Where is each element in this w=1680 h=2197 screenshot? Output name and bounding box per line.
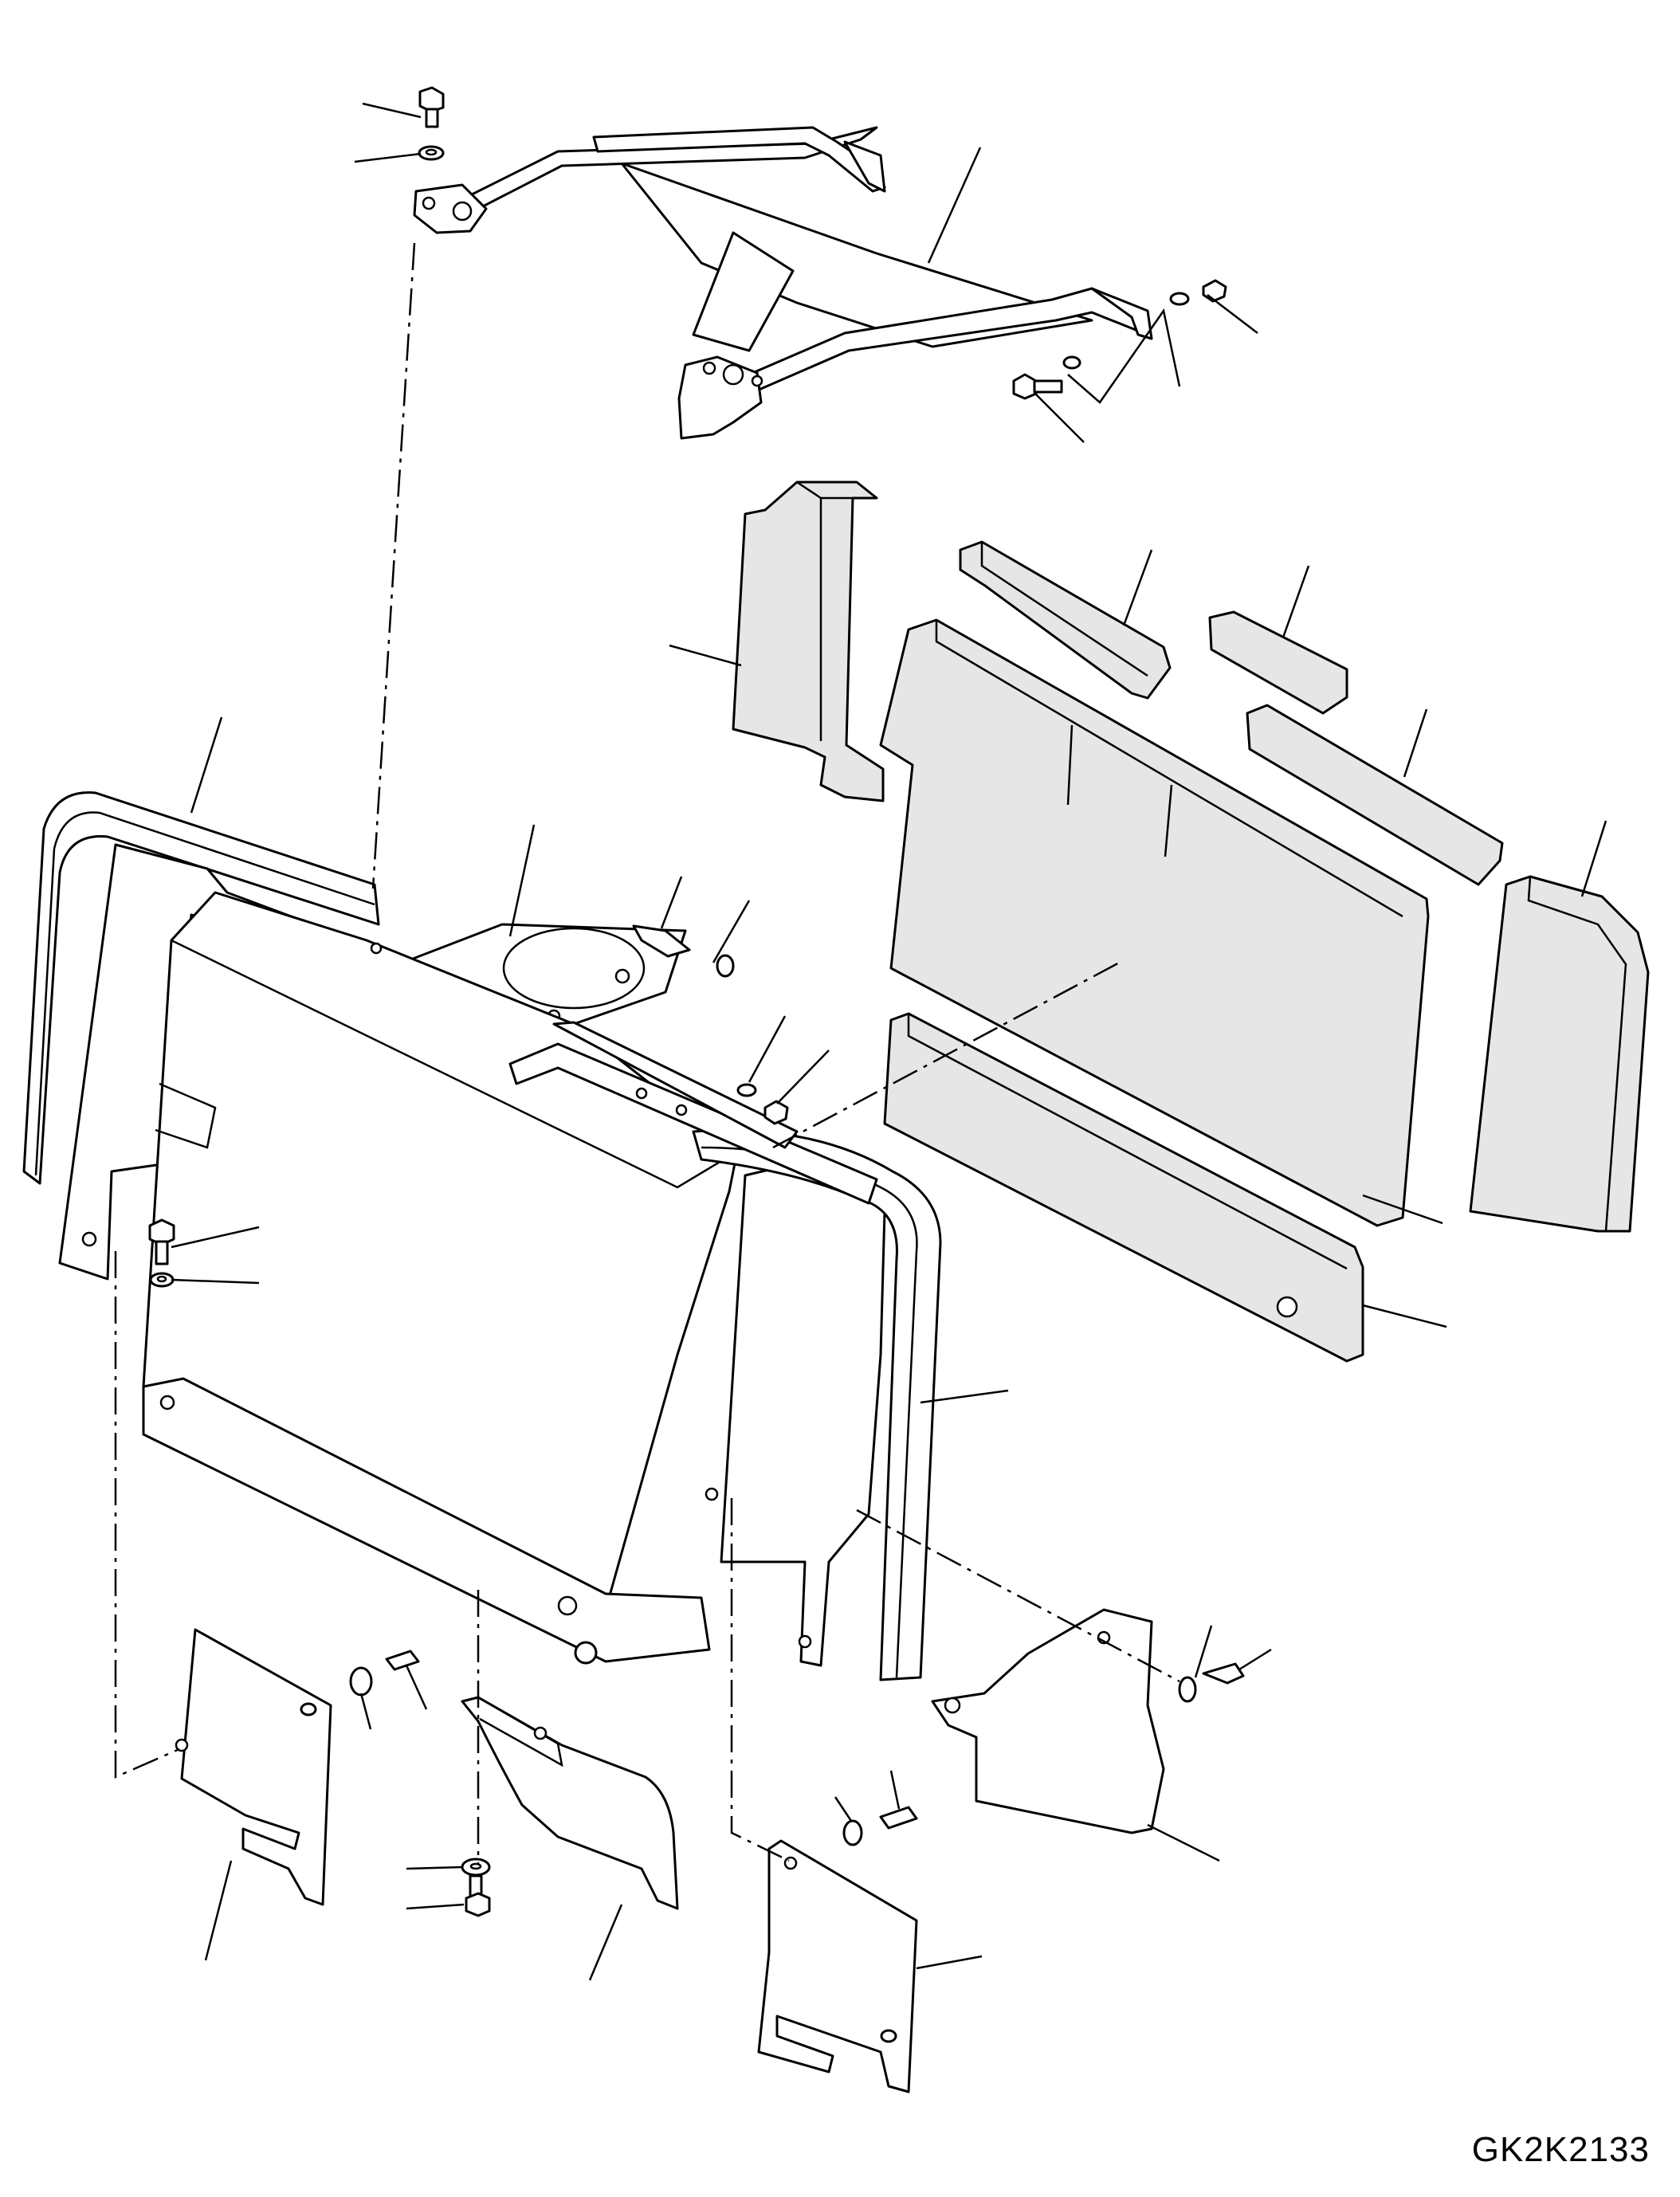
upper-support-bracket: [413, 126, 1153, 440]
enclosure-hardware: [148, 924, 789, 1665]
drawing-number: GK2K2133: [1471, 2130, 1650, 2169]
bracket-hardware: [418, 86, 1227, 400]
lower-cover-plates: [175, 1608, 1245, 2093]
main-enclosure: [22, 791, 942, 1681]
callout-leader-lines: [171, 102, 1607, 1981]
insulation-pads: [732, 481, 1650, 1363]
assembly-phantom-lines: [114, 242, 1180, 1865]
